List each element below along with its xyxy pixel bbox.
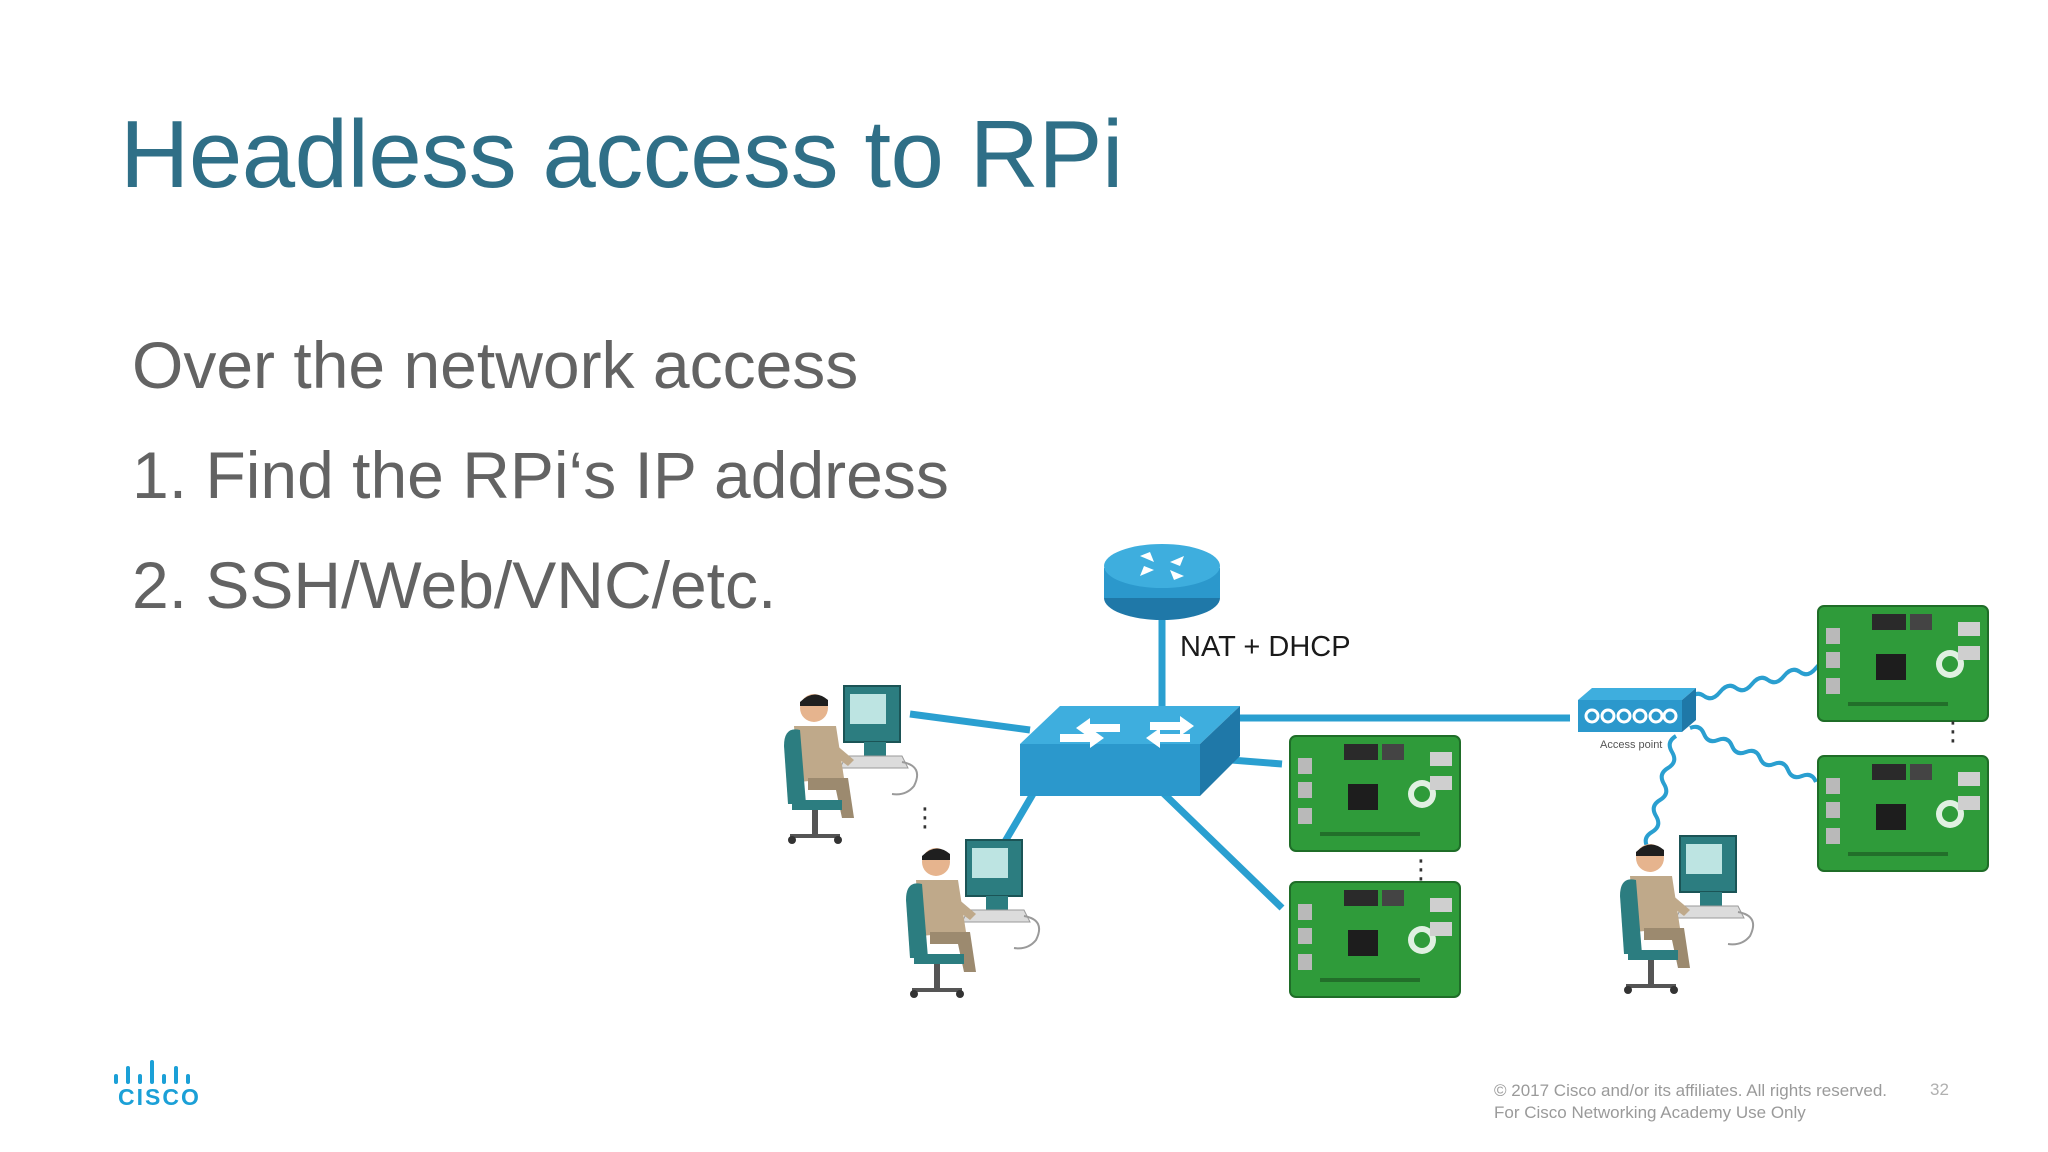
router-label: NAT + DHCP: [1180, 631, 1351, 663]
workstation-user: [904, 838, 1042, 1000]
workstation-user: [1618, 834, 1756, 996]
footer-legal: © 2017 Cisco and/or its affiliates. All …: [1494, 1080, 1887, 1124]
slide-title: Headless access to RPi: [120, 101, 1123, 208]
copyright-text: © 2017 Cisco and/or its affiliates. All …: [1494, 1081, 1888, 1100]
workstation-user: [782, 684, 920, 846]
bullet-list: Over the network access 1. Find the RPi‘…: [132, 310, 949, 640]
access-point-icon: [1578, 688, 1696, 732]
access-point-label: Access point: [1600, 739, 1662, 751]
academy-notice: For Cisco Networking Academy Use Only: [1494, 1103, 1806, 1122]
raspberry-pi-board: [1289, 735, 1461, 852]
slide-number: 32: [1930, 1080, 1949, 1099]
cisco-logo-icon: [114, 1060, 190, 1084]
raspberry-pi-board: [1817, 605, 1989, 722]
raspberry-pi-board: [1289, 881, 1461, 998]
bullet-item: 2. SSH/Web/VNC/etc.: [132, 548, 777, 622]
more-devices-ellipsis: ⋮: [1940, 717, 1966, 747]
switch-icon: [1020, 706, 1240, 796]
raspberry-pi-board: [1817, 755, 1989, 872]
bullet-item: 1. Find the RPi‘s IP address: [132, 438, 949, 512]
bullet-item: Over the network access: [132, 328, 859, 402]
more-devices-ellipsis: ⋮: [1408, 855, 1434, 885]
router-icon: [1104, 544, 1220, 620]
more-devices-ellipsis: ⋮: [912, 803, 938, 833]
cisco-wordmark: CISCO: [118, 1084, 201, 1110]
